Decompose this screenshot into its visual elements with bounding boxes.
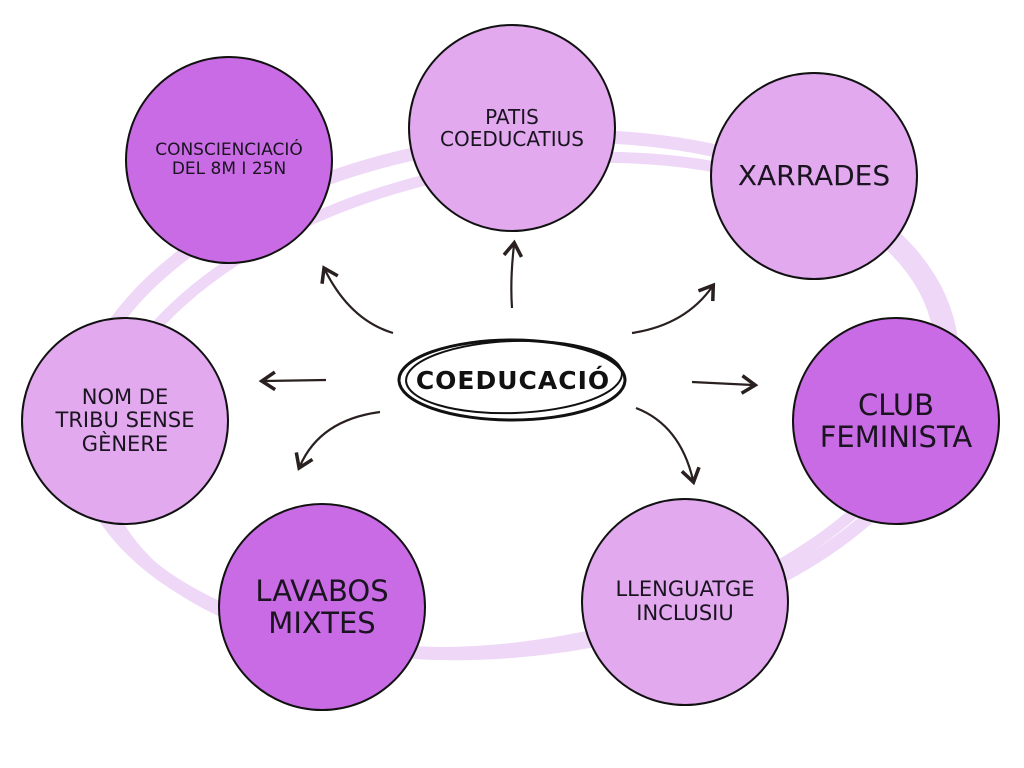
node-llenguatge: LLENGUATGE INCLUSIU (581, 498, 789, 706)
arrow-to-club (691, 374, 759, 395)
node-text: COEDUCATIUS (440, 127, 584, 151)
node-text: CONSCIENCIACIÓ (155, 139, 303, 160)
arrow-to-patis (502, 239, 524, 309)
arrow-to-lavabos (294, 410, 381, 471)
node-text: GÈNERE (81, 431, 169, 456)
node-text: XARRADES (737, 159, 891, 193)
center-label-coeducacio: COEDUCACIÓ (415, 365, 611, 395)
node-nom-tribu: NOM DE TRIBU SENSE GÈNERE (21, 317, 229, 525)
node-text: PATIS (485, 104, 539, 129)
arrow-to-xarrades (631, 282, 716, 335)
arrow-to-nom-tribu (258, 370, 327, 392)
node-text: CLUB (857, 387, 935, 422)
arrow-to-llenguatge (635, 406, 701, 486)
center-ellipse (397, 338, 627, 422)
node-text: MIXTES (268, 606, 376, 640)
node-text: LLENGUATGE (615, 577, 755, 602)
arrow-to-conscienciacio (320, 265, 394, 335)
node-text: FEMINISTA (819, 420, 973, 454)
node-conscienciacio: CONSCIENCIACIÓ DEL 8M I 25N (125, 56, 333, 264)
node-text: DEL 8M I 25N (171, 159, 287, 179)
node-text: NOM DE (81, 384, 169, 409)
node-xarrades: XARRADES (710, 72, 918, 280)
node-patis: PATIS COEDUCATIUS (408, 24, 616, 232)
node-lavabos: LAVABOS MIXTES (218, 503, 426, 711)
node-text: TRIBU SENSE (55, 408, 195, 433)
node-text: LAVABOS (255, 573, 389, 608)
node-text: INCLUSIU (636, 601, 734, 625)
node-club-feminista: CLUB FEMINISTA (792, 317, 1000, 525)
